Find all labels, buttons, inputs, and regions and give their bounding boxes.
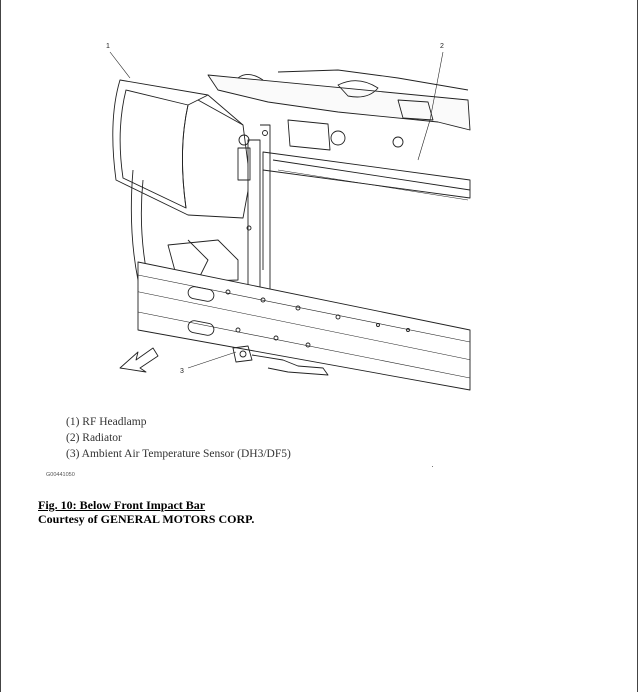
legend-item-rf-headlamp: (1) RF Headlamp [66,416,147,428]
caption-title: Fig. 10: Below Front Impact Bar [38,498,206,512]
legend-item-radiator: (2) Radiator [66,432,122,444]
callout-3: 3 [180,368,184,375]
legend-item-ambient-air-sensor: (3) Ambient Air Temperature Sensor (DH3/… [66,448,291,460]
stray-dot [432,466,433,467]
page-border-left [0,0,1,692]
figure-code: G00441050 [46,472,75,478]
figure-legend: (1) RF Headlamp (2) Radiator (3) Ambient… [66,414,291,462]
technical-illustration: 1 2 3 [38,30,478,490]
callout-2: 2 [440,43,444,50]
callout-1: 1 [106,43,110,50]
front-impact-bar-drawing: 1 2 3 [106,43,471,391]
caption-courtesy: Courtesy of GENERAL MOTORS CORP. [38,512,255,526]
figure-caption: Fig. 10: Below Front Impact Bar Courtesy… [38,498,254,526]
